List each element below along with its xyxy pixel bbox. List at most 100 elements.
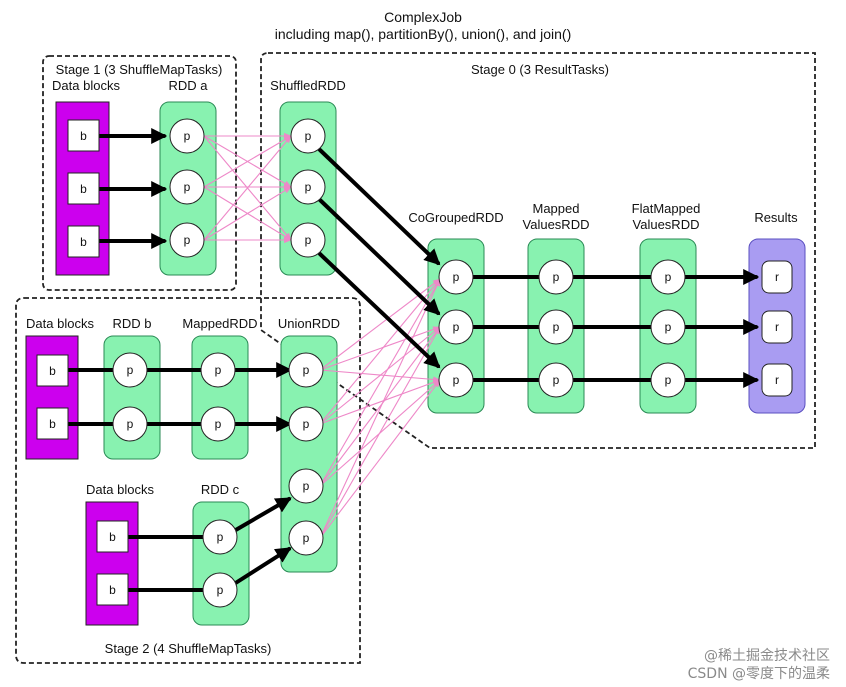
- svg-text:p: p: [553, 373, 560, 387]
- mapped-values-rdd-label-line2: ValuesRDD: [523, 217, 590, 232]
- block-node: b: [67, 119, 100, 152]
- stage-2-boundary: [15, 297, 361, 664]
- partition-node: p: [169, 222, 205, 258]
- result-nodes: r r r: [761, 260, 793, 397]
- stage-1-label: Stage 1 (3 ShuffleMapTasks): [56, 62, 223, 77]
- block-node: b: [36, 407, 69, 440]
- partition-node: p: [438, 309, 474, 345]
- mapped-rdd-label: MappedRDD: [182, 316, 257, 331]
- block-node: b: [67, 172, 100, 205]
- svg-text:p: p: [217, 530, 224, 544]
- partition-node: p: [438, 259, 474, 295]
- partition-node: p: [169, 118, 205, 154]
- svg-text:b: b: [49, 364, 56, 378]
- shuffle-edges-rdd-a: [203, 132, 292, 244]
- block-node: b: [96, 573, 129, 606]
- mapped-values-rdd-label-line1: Mapped: [533, 201, 580, 216]
- partition-node: p: [650, 259, 686, 295]
- svg-text:p: p: [184, 180, 191, 194]
- partition-node: p: [538, 309, 574, 345]
- partition-node: p: [290, 118, 326, 154]
- narrow-edge: [318, 252, 441, 369]
- partition-node: p: [202, 519, 238, 555]
- block-nodes: b b b b b b b: [36, 119, 129, 606]
- data-blocks-container-3: [85, 501, 139, 626]
- svg-text:p: p: [217, 583, 224, 597]
- svg-text:p: p: [305, 233, 312, 247]
- svg-text:p: p: [453, 270, 460, 284]
- svg-text:p: p: [303, 417, 310, 431]
- shuffle-edge: [319, 326, 441, 425]
- shuffled-rdd-label: ShuffledRDD: [270, 78, 346, 93]
- svg-text:p: p: [184, 129, 191, 143]
- svg-text:p: p: [184, 233, 191, 247]
- partition-node: p: [112, 406, 148, 442]
- partition-node: p: [438, 362, 474, 398]
- data-blocks-label-3: Data blocks: [86, 482, 154, 497]
- stage-1-boundary: [42, 55, 237, 291]
- svg-text:r: r: [775, 373, 779, 387]
- results-label: Results: [754, 210, 798, 225]
- shuffle-edge: [203, 135, 292, 188]
- svg-text:p: p: [215, 417, 222, 431]
- svg-text:b: b: [80, 129, 87, 143]
- union-rdd-container: [280, 335, 338, 573]
- partition-node: p: [288, 352, 324, 388]
- rdd-a-label: RDD a: [168, 78, 208, 93]
- partition-node: p: [650, 362, 686, 398]
- narrow-edge: [318, 148, 441, 266]
- partition-node: p: [538, 362, 574, 398]
- svg-text:p: p: [453, 320, 460, 334]
- flatmapped-values-rdd-label-line1: FlatMapped: [632, 201, 701, 216]
- stage-0-boundary: [260, 52, 816, 449]
- svg-text:p: p: [453, 373, 460, 387]
- svg-text:p: p: [665, 270, 672, 284]
- stage-2-label: Stage 2 (4 ShuffleMapTasks): [105, 641, 272, 656]
- svg-text:p: p: [665, 320, 672, 334]
- data-blocks-container-2: [25, 335, 79, 460]
- partition-node: p: [288, 520, 324, 556]
- svg-text:b: b: [109, 530, 116, 544]
- data-blocks-label-2: Data blocks: [26, 316, 94, 331]
- partition-node: p: [200, 352, 236, 388]
- partition-node: p: [650, 309, 686, 345]
- svg-text:b: b: [80, 182, 87, 196]
- cogrouped-rdd-label: CoGroupedRDD: [408, 210, 503, 225]
- shuffle-edge: [319, 278, 441, 425]
- flatmapped-values-rdd-label-line2: ValuesRDD: [633, 217, 700, 232]
- partition-nodes: p p p p p p p p p p p p p p p p p p p p …: [112, 118, 686, 608]
- svg-text:p: p: [553, 320, 560, 334]
- partition-node: p: [169, 169, 205, 205]
- shuffle-edge: [203, 186, 292, 241]
- svg-text:p: p: [553, 270, 560, 284]
- diagram-title: ComplexJob: [384, 9, 462, 25]
- shuffle-edge: [319, 326, 441, 371]
- svg-text:p: p: [127, 363, 134, 377]
- partition-node: p: [112, 352, 148, 388]
- svg-text:p: p: [215, 363, 222, 377]
- narrow-edge: [232, 497, 292, 533]
- partition-node: p: [288, 468, 324, 504]
- svg-text:r: r: [775, 270, 779, 284]
- svg-text:p: p: [127, 417, 134, 431]
- svg-text:r: r: [775, 320, 779, 334]
- svg-text:b: b: [49, 417, 56, 431]
- shuffle-edge: [319, 326, 441, 539]
- svg-text:b: b: [80, 235, 87, 249]
- shuffle-edge: [319, 326, 441, 487]
- svg-text:p: p: [665, 373, 672, 387]
- watermark-line-1: @稀土掘金技术社区: [704, 648, 830, 664]
- stage-0-label: Stage 0 (3 ResultTasks): [471, 62, 609, 77]
- rdd-b-label: RDD b: [112, 316, 151, 331]
- partition-node: p: [200, 406, 236, 442]
- shuffle-edge: [319, 379, 441, 539]
- data-blocks-label-1: Data blocks: [52, 78, 120, 93]
- union-rdd-label: UnionRDD: [278, 316, 340, 331]
- svg-text:p: p: [305, 129, 312, 143]
- shuffle-edge: [319, 379, 441, 425]
- block-node: b: [96, 520, 129, 553]
- shuffle-edge: [319, 278, 441, 487]
- shuffle-edges-union-rdd: [319, 278, 441, 539]
